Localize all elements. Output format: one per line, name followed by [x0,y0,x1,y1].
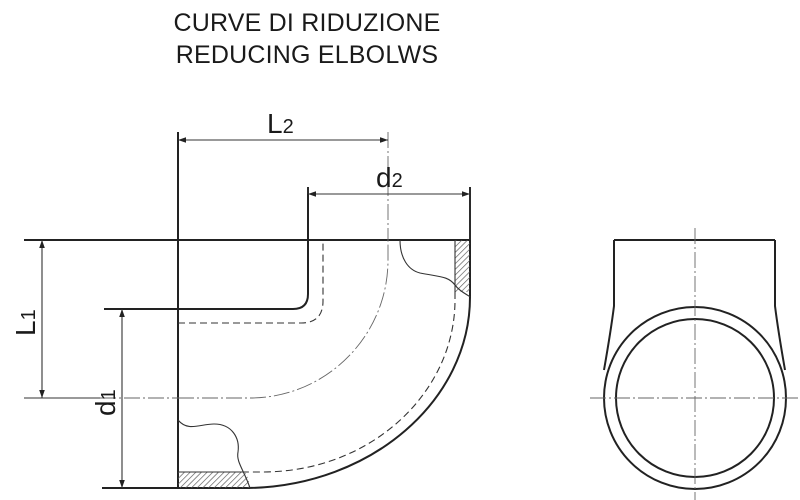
outer-bend-contour [178,187,471,489]
top-wall-hatch [455,240,470,292]
dimension-d2-label: d2 [376,162,403,193]
break-line-top [399,239,471,298]
drawing-title-line-2: REDUCING ELBOLWS [176,41,439,69]
elbow-side-view [590,228,800,500]
drawing-title-line-1: CURVE DI RIDUZIONE [173,9,440,37]
bend-centerline [178,240,389,399]
hidden-outer-contour [245,292,456,473]
side-left-outline [603,240,615,371]
hidden-inner-contour [178,240,324,324]
elbow-front-view: L2 d2 L1 d1 [10,108,471,489]
break-line-bottom [177,419,251,489]
dimension-d1-label: d1 [90,389,121,416]
bottom-wall-hatch [178,472,250,488]
dimension-L1-label: L1 [10,309,41,336]
dimension-L2-label: L2 [267,108,294,139]
inner-bend-contour [104,187,309,310]
side-right-outline [774,240,786,371]
